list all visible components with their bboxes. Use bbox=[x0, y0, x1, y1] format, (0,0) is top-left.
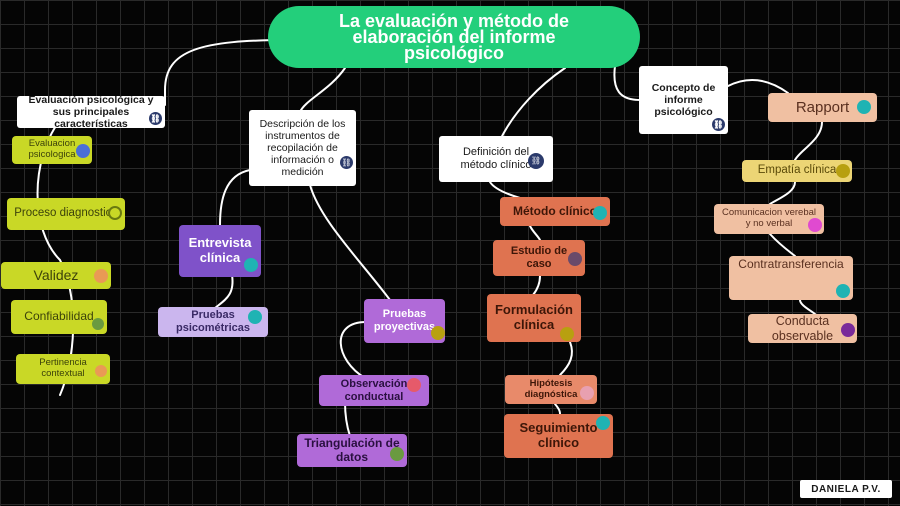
color-dot-icon bbox=[95, 365, 107, 377]
node-label: Pruebas proyectivas bbox=[373, 308, 436, 333]
node-label: Validez bbox=[33, 267, 79, 284]
connector-proyectivas-observacion bbox=[339, 321, 367, 379]
node-confiabilidad[interactable]: Confiabilidad bbox=[11, 300, 107, 334]
node-label: Evaluacion psicologica bbox=[28, 138, 76, 160]
node-metodo-clinico[interactable]: Método clínico bbox=[500, 197, 610, 226]
connector-title-descripcion bbox=[299, 67, 346, 113]
node-observacion-conductual[interactable]: Observación conductual bbox=[319, 375, 429, 406]
node-validez[interactable]: Validez bbox=[1, 262, 111, 289]
color-dot-icon bbox=[808, 218, 822, 232]
connector-comunicacion-contra bbox=[769, 233, 796, 257]
topic-descripcion-label: Descripción de los instrumentos de recop… bbox=[259, 117, 346, 179]
color-dot-icon bbox=[248, 310, 262, 324]
node-estudio-caso[interactable]: Estudio de caso bbox=[493, 240, 585, 276]
node-pruebas-proyectivas[interactable]: Pruebas proyectivas bbox=[364, 299, 445, 343]
node-triangulacion-datos[interactable]: Triangulación de datos bbox=[297, 434, 407, 467]
link-icon: ⛓ bbox=[340, 156, 353, 169]
node-pruebas-psicometricas[interactable]: Pruebas psicométricas bbox=[158, 307, 268, 337]
topic-descripcion-instrumentos[interactable]: Descripción de los instrumentos de recop… bbox=[249, 110, 356, 186]
node-hipotesis-diagnostica[interactable]: Hipótesis diagnóstica bbox=[505, 375, 597, 404]
author-signature: DANIELA P.V. bbox=[800, 480, 892, 498]
node-label: Rapport bbox=[795, 98, 850, 116]
node-label: Pertinencia contextual bbox=[39, 357, 87, 379]
connector-contra-conducta bbox=[799, 299, 816, 315]
topic-definicion-metodo[interactable]: Definición del método clínico ⛓ bbox=[439, 136, 553, 182]
node-entrevista-clinica[interactable]: Entrevista clínica bbox=[179, 225, 261, 277]
connector-formulacion-hipotesis bbox=[559, 341, 573, 376]
color-dot-icon bbox=[108, 206, 122, 220]
connector-empatia-comunicacion bbox=[769, 181, 796, 205]
connector-hipotesis-seguimiento bbox=[554, 403, 561, 415]
color-dot-icon bbox=[390, 447, 404, 461]
connector-estudio-formulacion bbox=[532, 275, 541, 296]
topic-concepto-informe[interactable]: Concepto de informe psicológico ⛓ bbox=[639, 66, 728, 134]
link-icon: ⛓ bbox=[712, 118, 725, 131]
color-dot-icon bbox=[76, 144, 90, 158]
node-label: Formulación clínica bbox=[494, 302, 573, 332]
connector-rapport-empatia bbox=[794, 121, 823, 161]
node-label: Seguimiento clínico bbox=[519, 420, 598, 450]
node-conducta-observable[interactable]: Conducta observable bbox=[748, 314, 857, 343]
color-dot-icon bbox=[593, 206, 607, 220]
node-label: Estudio de caso bbox=[510, 245, 568, 270]
connector-title-definicion bbox=[499, 67, 566, 141]
color-dot-icon bbox=[836, 164, 850, 178]
connector-concepto-rapport bbox=[727, 79, 789, 94]
color-dot-icon bbox=[431, 326, 445, 340]
node-rapport[interactable]: Rapport bbox=[768, 93, 877, 122]
topic-concepto-label: Concepto de informe psicológico bbox=[651, 81, 716, 119]
node-label: Confiabilidad bbox=[24, 309, 94, 324]
topic-evaluacion-psicologica[interactable]: Evaluación psicológica y sus principales… bbox=[17, 96, 165, 128]
color-dot-icon bbox=[407, 378, 421, 392]
node-contratransferencia[interactable]: Contratransferencia bbox=[729, 256, 853, 300]
node-label: Contratransferencia bbox=[738, 257, 844, 271]
node-label: Entrevista clínica bbox=[188, 235, 252, 265]
color-dot-icon bbox=[596, 416, 610, 430]
color-dot-icon bbox=[841, 323, 855, 337]
main-title[interactable]: La evaluación y método de elaboración de… bbox=[268, 6, 640, 68]
node-evaluacion-psicologica[interactable]: Evaluacion psicologica bbox=[12, 136, 92, 164]
connector-definicion-metodo bbox=[489, 181, 521, 199]
topic-evaluacion-label: Evaluación psicológica y sus principales… bbox=[28, 96, 154, 128]
connector-entrevista-psicometricas bbox=[214, 274, 234, 309]
node-pertinencia-contextual[interactable]: Pertinencia contextual bbox=[16, 354, 110, 384]
node-label: Conducta observable bbox=[771, 314, 834, 343]
color-dot-icon bbox=[568, 252, 582, 266]
connector-observacion-triangulacion bbox=[344, 401, 351, 437]
link-icon: ⛓ bbox=[528, 153, 544, 169]
main-title-line-2: elaboración del informe bbox=[352, 27, 556, 47]
connector-title-evaluacion bbox=[164, 39, 291, 106]
connector-metodo-estudio bbox=[529, 225, 541, 241]
node-label: Proceso diagnostico bbox=[14, 207, 118, 220]
color-dot-icon bbox=[836, 284, 850, 298]
main-title-line-3: psicológico bbox=[403, 43, 504, 63]
node-label: Empatía clínica bbox=[757, 164, 837, 177]
color-dot-icon bbox=[580, 386, 594, 400]
node-label: Triangulación de datos bbox=[304, 435, 400, 464]
node-label: Hipótesis diagnóstica bbox=[524, 377, 578, 400]
connector-title-concepto bbox=[613, 65, 641, 101]
node-comunicacion-verbal[interactable]: Comunicacion verebal y no verbal bbox=[714, 204, 824, 234]
connector-descripcion-proyectivas bbox=[309, 184, 391, 301]
node-label: Pruebas psicométricas bbox=[176, 309, 250, 334]
link-icon: ⛓ bbox=[149, 112, 162, 125]
color-dot-icon bbox=[244, 258, 258, 272]
color-dot-icon bbox=[92, 318, 104, 330]
node-proceso-diagnostico[interactable]: Proceso diagnostico bbox=[7, 198, 125, 230]
node-label: Comunicacion verebal y no verbal bbox=[722, 207, 816, 229]
node-label: Método clínico bbox=[513, 203, 597, 218]
node-label: Observación conductual bbox=[340, 377, 408, 403]
main-title-line-1: La evaluación y método de bbox=[338, 11, 570, 31]
connector-descripcion-entrevista bbox=[219, 169, 251, 226]
node-empatia-clinica[interactable]: Empatía clínica bbox=[742, 160, 852, 182]
color-dot-icon bbox=[94, 269, 108, 283]
node-seguimiento-clinico[interactable]: Seguimiento clínico bbox=[504, 414, 613, 458]
color-dot-icon bbox=[857, 100, 871, 114]
node-formulacion-clinica[interactable]: Formulación clínica bbox=[487, 294, 581, 342]
topic-definicion-label: Definición del método clínico bbox=[460, 146, 532, 171]
color-dot-icon bbox=[560, 327, 574, 341]
